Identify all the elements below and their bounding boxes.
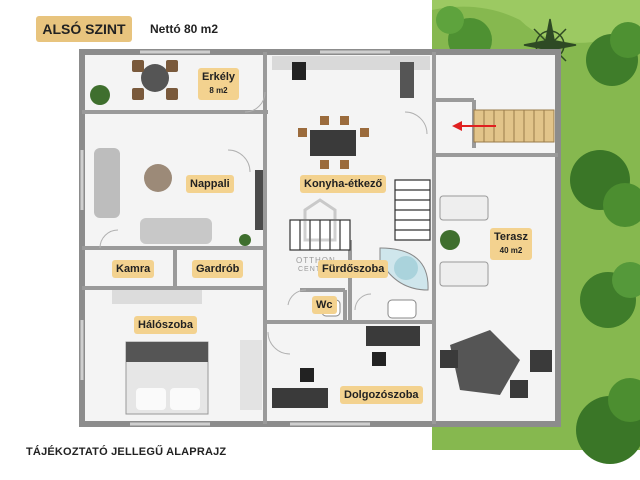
terrace-furniture <box>439 195 552 398</box>
room-label-nappali: Nappali <box>186 175 234 193</box>
room-label-erkely: Erkély 8 m2 <box>198 68 240 100</box>
bedroom-furniture <box>112 290 262 415</box>
watermark-line1: OTTHON <box>296 256 336 265</box>
staircase <box>289 179 431 251</box>
room-label-gardrob: Gardrób <box>192 260 244 278</box>
windows <box>80 50 390 426</box>
room-label-terasz: Terasz 40 m2 <box>490 228 533 260</box>
room-area: 8 m2 <box>209 86 228 95</box>
room-label-dolgozo: Dolgozószoba <box>340 386 423 404</box>
room-name: Erkély <box>202 71 236 83</box>
room-area: 40 m2 <box>499 246 523 255</box>
room-label-kamra: Kamra <box>112 260 155 278</box>
balcony-furniture <box>90 60 178 105</box>
room-label-haloszoba: Hálószoba <box>134 316 198 334</box>
room-label-furdo: Fürdőszoba <box>318 260 389 278</box>
doors <box>99 91 428 355</box>
net-area: Nettó 80 m2 <box>150 22 219 36</box>
living-room-furniture <box>94 148 263 246</box>
exterior-stairs <box>452 109 555 143</box>
room-label-wc: Wc <box>312 296 337 314</box>
room-name: Terasz <box>494 231 529 243</box>
disclaimer-note: TÁJÉKOZTATÓ JELLEGŰ ALAPRAJZ <box>26 446 227 458</box>
office-furniture <box>272 326 420 408</box>
room-label-konyha: Konyha-étkező <box>300 175 387 193</box>
kitchen-furniture <box>272 56 430 169</box>
entrance-arrow-icon <box>452 121 462 131</box>
inner-walls <box>82 52 558 424</box>
level-title: ALSÓ SZINT <box>36 16 132 42</box>
watermark-logo <box>303 198 337 242</box>
